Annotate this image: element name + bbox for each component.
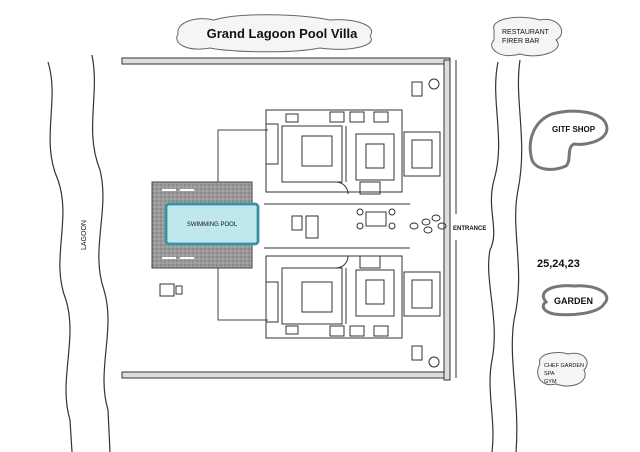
entrance-label: ENTRANCE [453,226,486,232]
villa-numbers: 25,24,23 [537,258,580,270]
garden-outline [541,284,609,317]
garden-label: GARDEN [554,296,593,306]
map-title: Grand Lagoon Pool Villa [207,26,358,41]
path-edge-1 [488,61,500,452]
right-wall [443,59,451,381]
courtyard [264,203,410,249]
upper-villa [265,109,441,195]
chef-label-3: GYM [544,379,557,385]
chef-label-1: CHEF GARDEN [544,363,584,369]
pool-label: SWIMMING POOL [187,222,238,228]
lagoon-shore-left [47,61,73,452]
top-wall [121,57,451,65]
lagoon-shore-right [91,54,111,452]
decor-plants [411,78,440,368]
garden-outline-top [217,129,268,182]
lagoon-label: LAGOON [81,220,88,250]
restaurant-label-2: FIRER BAR [502,38,539,45]
lower-villa [265,255,441,339]
garden-outline-bottom [217,268,268,321]
chef-bubble [537,351,588,387]
stepping-stones [409,214,447,234]
gift-shop-label: GITF SHOP [552,125,596,134]
lounger [159,283,175,297]
restaurant-bubble [491,16,562,57]
bottom-wall [121,371,451,379]
gift-shop-outline [528,109,609,171]
chef-label-2: SPA [544,371,555,377]
restaurant-label-1: RESTAURANT [502,29,550,36]
path-edge-2 [511,59,523,452]
title-bubble [176,14,373,53]
